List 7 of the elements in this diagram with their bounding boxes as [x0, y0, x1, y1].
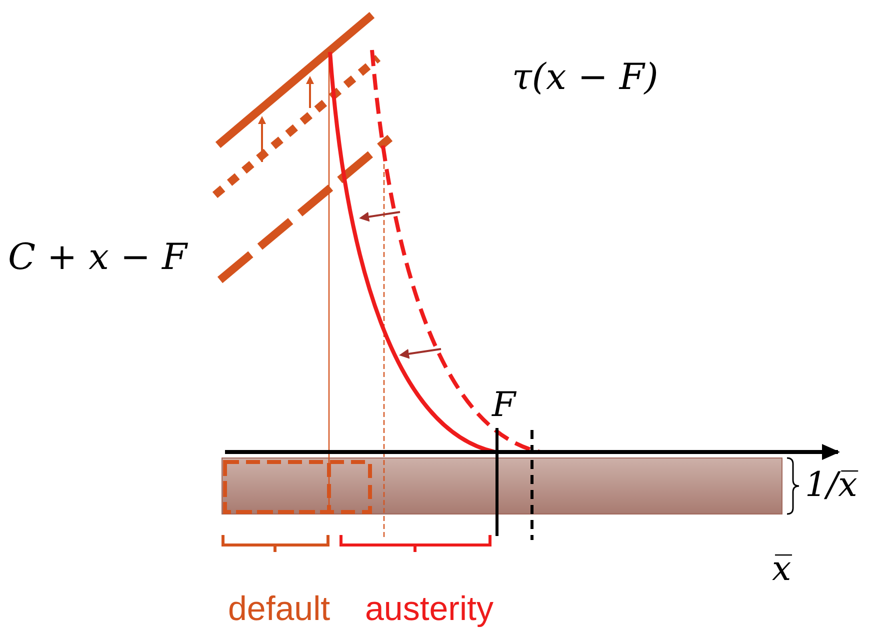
- formula-label: τ(x − F): [512, 60, 658, 96]
- axis-label: 1/x̅: [805, 468, 858, 502]
- bracket-label: default: [228, 592, 330, 626]
- axis-label: F: [492, 388, 516, 422]
- bracket-label: austerity: [365, 592, 494, 626]
- formula-label: C + x − F: [8, 240, 187, 276]
- axis-label: x̅: [772, 552, 792, 586]
